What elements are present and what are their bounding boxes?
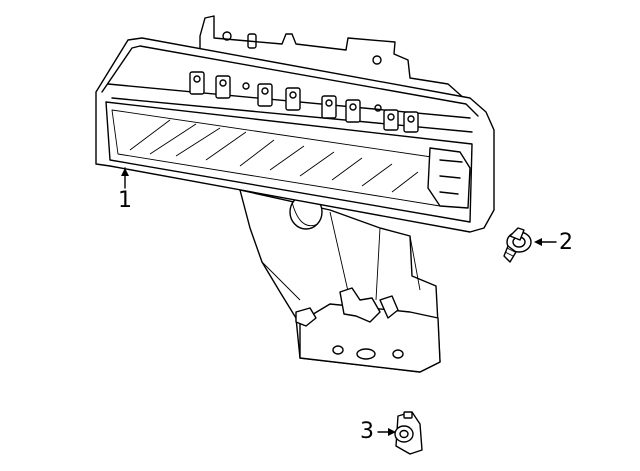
callout-label-2: 2 <box>559 230 573 255</box>
clip-nut-icon <box>394 411 423 455</box>
callout-3-leader <box>377 428 396 436</box>
callout-2-leader <box>534 238 557 246</box>
callout-1-leader <box>121 167 129 189</box>
fog-lamp-assembly-icon <box>95 15 495 373</box>
push-pin-fastener-icon <box>503 227 532 263</box>
callout-label-3: 3 <box>360 419 374 444</box>
callout-label-1: 1 <box>118 188 132 213</box>
